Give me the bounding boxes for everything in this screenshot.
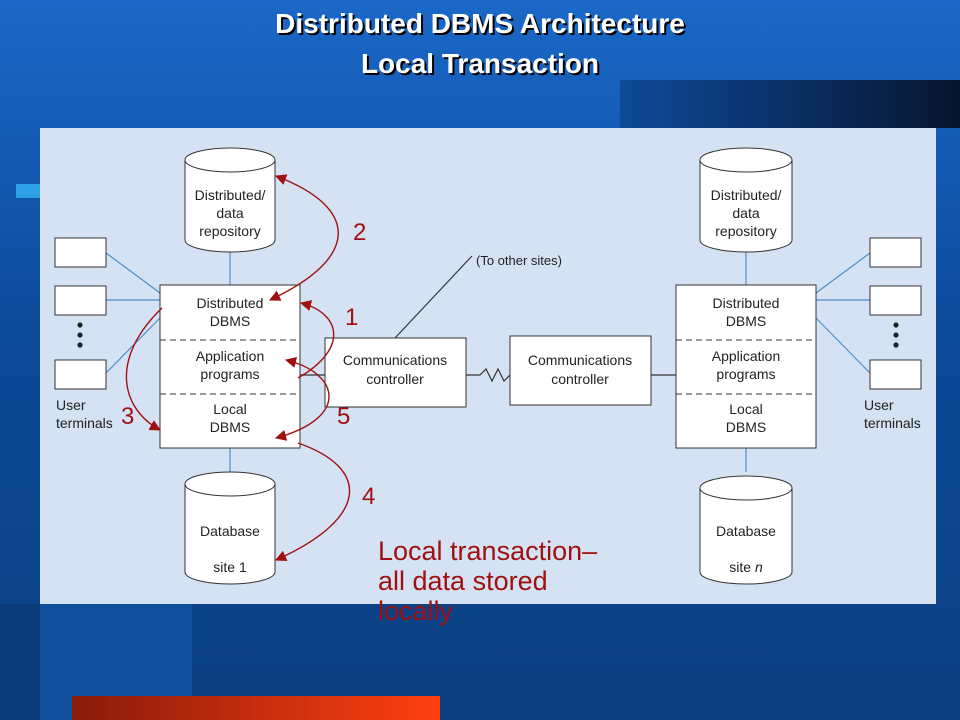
right-terminal-ellipsis [893,322,899,348]
top-right-dark-band [620,80,960,128]
left-terminals-label-1: User [56,397,86,413]
arrow-step-2 [268,174,339,301]
left-terminal-2 [54,285,107,316]
caption: Local transaction– all data stored local… [378,536,678,626]
left-accent-square [16,184,40,198]
left-terminal-ellipsis [77,322,83,348]
right-terminal-3 [869,359,922,390]
caption-line-3: locally [378,596,454,626]
left-distributed-dbms-label-2: DBMS [210,313,250,329]
arrow-step-3 [125,307,163,431]
right-comm-controller [509,335,652,406]
architecture-diagram: User terminals Distributed/ data reposit… [54,147,922,585]
left-application-label-2: programs [200,366,259,382]
right-terminal-1 [869,237,922,268]
right-local-dbms-label-1: Local [729,401,762,417]
left-repository-cylinder [184,147,276,253]
right-database-site-n: n [755,559,763,575]
left-database-cylinder [184,471,276,585]
caption-line-2: all data stored [378,566,548,596]
right-repository-cylinder [699,147,793,253]
left-database-label-2: site 1 [213,559,247,575]
step-number-2: 2 [353,219,366,246]
right-terminal-lines [745,250,871,472]
left-repository-label-1: Distributed/ [195,187,266,203]
right-repository-label-2: data [732,205,759,221]
step-number-4: 4 [362,483,375,510]
step-number-5: 5 [337,403,350,430]
left-repository-label-3: repository [199,223,260,239]
diagram-panel: User terminals Distributed/ data reposit… [40,128,936,604]
arrow-step-1 [297,300,335,379]
right-terminal-2 [869,285,922,316]
left-local-dbms-label-2: DBMS [210,419,250,435]
left-application-label-1: Application [196,348,265,364]
right-comm-controller-label-2: controller [551,371,609,387]
left-terminals-label-2: terminals [56,415,113,431]
right-repository-label-1: Distributed/ [711,187,782,203]
right-local-dbms-label-2: DBMS [726,419,766,435]
transaction-arrows [125,174,351,561]
right-repository-label-3: repository [715,223,776,239]
right-terminals-label-2: terminals [864,415,921,431]
left-comm-controller [324,337,467,408]
left-dark-strip [0,604,40,720]
step-number-3: 3 [121,403,134,430]
bottom-red-bar [72,696,440,720]
slide-title-line2: Local Transaction [360,48,600,79]
right-application-label-1: Application [712,348,781,364]
left-comm-controller-label-1: Communications [343,352,447,368]
right-database-cylinder [699,475,793,585]
right-terminals-label-1: User [864,397,894,413]
step-number-1: 1 [345,304,358,331]
arrow-step-5 [274,356,330,441]
left-local-dbms-label-1: Local [213,401,246,417]
right-database-site-word: site [729,559,751,575]
left-terminal-3 [54,359,107,390]
right-distributed-dbms-label-1: Distributed [713,295,780,311]
left-database-label-1: Database [200,523,260,539]
right-distributed-dbms-label-2: DBMS [726,313,766,329]
caption-line-1: Local transaction– [378,536,598,566]
right-application-label-2: programs [716,366,775,382]
right-comm-controller-label-1: Communications [528,352,632,368]
right-database-label-2: site n [729,559,763,575]
slide-title-line1: Distributed DBMS Architecture [275,8,685,39]
left-terminal-1 [54,237,107,268]
left-distributed-dbms-label-1: Distributed [197,295,264,311]
left-repository-label-2: data [216,205,243,221]
right-dbms-stack [675,284,817,449]
right-database-label-1: Database [716,523,776,539]
arrow-step-4 [274,442,351,561]
left-comm-controller-label-2: controller [366,371,424,387]
other-sites-label: (To other sites) [476,253,562,268]
